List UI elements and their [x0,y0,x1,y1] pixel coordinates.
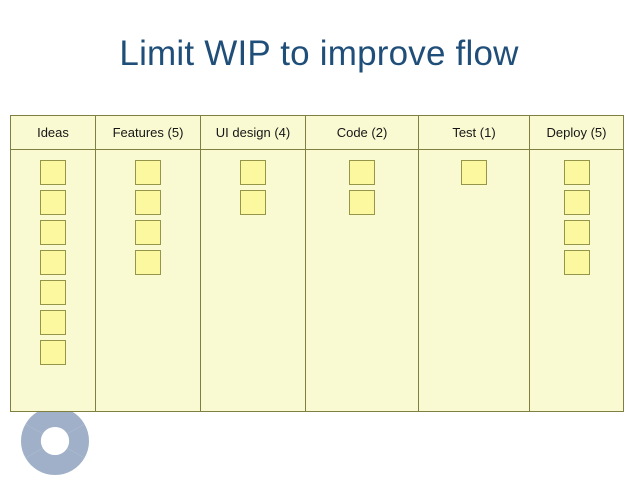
card[interactable] [135,190,161,215]
card[interactable] [40,220,66,245]
aperture-logo-watermark [18,404,92,478]
column-body-code[interactable] [306,150,418,411]
kanban-column-features[interactable]: Features (5) [96,116,201,411]
column-header-features: Features (5) [96,116,200,150]
kanban-column-ideas[interactable]: Ideas [11,116,96,411]
card[interactable] [40,340,66,365]
column-header-code: Code (2) [306,116,418,150]
card[interactable] [40,310,66,335]
card[interactable] [563,250,590,275]
card[interactable] [563,160,590,185]
card[interactable] [240,160,266,185]
card[interactable] [40,280,66,305]
card[interactable] [240,190,266,215]
column-header-test: Test (1) [419,116,529,150]
card[interactable] [461,160,487,185]
card[interactable] [135,250,161,275]
card[interactable] [135,220,161,245]
kanban-column-ui-design[interactable]: UI design (4) [201,116,306,411]
kanban-column-code[interactable]: Code (2) [306,116,419,411]
page-title: Limit WIP to improve flow [119,34,519,73]
card[interactable] [349,190,375,215]
column-header-ideas: Ideas [11,116,95,150]
card[interactable] [135,160,161,185]
card[interactable] [563,190,590,215]
card[interactable] [349,160,375,185]
column-body-deploy[interactable] [530,150,623,411]
column-body-ui-design[interactable] [201,150,305,411]
column-body-features[interactable] [96,150,200,411]
card[interactable] [40,190,66,215]
kanban-column-deploy[interactable]: Deploy (5) [530,116,623,411]
kanban-column-test[interactable]: Test (1) [419,116,530,411]
column-body-ideas[interactable] [11,150,95,411]
card[interactable] [40,160,66,185]
card[interactable] [40,250,66,275]
kanban-board: Ideas Features (5) UI design (4) Code (2… [10,115,624,412]
column-header-ui-design: UI design (4) [201,116,305,150]
card[interactable] [563,220,590,245]
column-body-test[interactable] [419,150,529,411]
column-header-deploy: Deploy (5) [530,116,623,150]
